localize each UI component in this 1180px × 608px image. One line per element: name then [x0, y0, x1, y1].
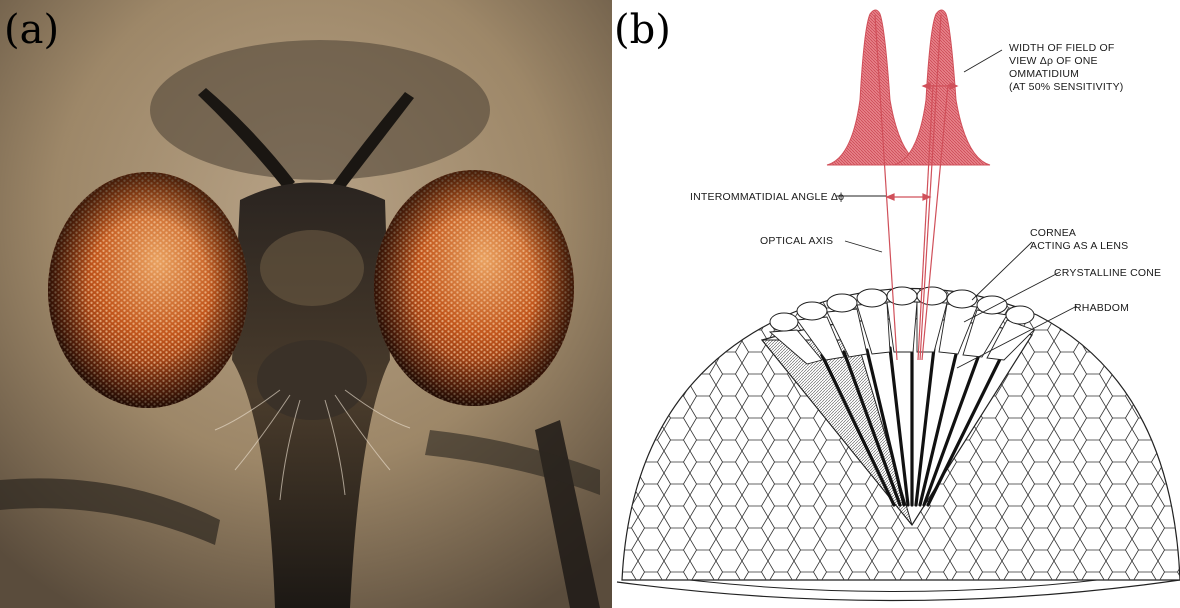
- annotation-cornea-line2: ACTING AS A LENS: [1030, 240, 1128, 252]
- fly-eyes-photo: [0, 0, 612, 608]
- annotation-field-width-line3: OMMATIDIUM: [1009, 68, 1079, 80]
- sensitivity-curve-left: [827, 10, 924, 165]
- compound-eye-right: [374, 170, 574, 406]
- annotation-optical-axis: OPTICAL AXIS: [760, 235, 833, 247]
- annotation-rhabdom: RHABDOM: [1074, 302, 1129, 314]
- annotation-interommatidial-angle: INTEROMMATIDIAL ANGLE Δϕ: [690, 191, 844, 203]
- annotation-crystalline-cone: CRYSTALLINE CONE: [1054, 267, 1161, 279]
- panel-label-b: (b): [614, 10, 671, 50]
- annotation-field-width-line4: (AT 50% SENSITIVITY): [1009, 81, 1123, 93]
- interommatidial-angle-arrow: [887, 194, 930, 200]
- annotation-field-width-line2: VIEW Δρ OF ONE: [1009, 55, 1098, 67]
- annotation-field-width-line1: WIDTH OF FIELD OF: [1009, 42, 1114, 54]
- panel-label-a: (a): [4, 10, 59, 50]
- compound-eye-left: [48, 172, 248, 408]
- compound-eye-diagram: WIDTH OF FIELD OF VIEW Δρ OF ONE OMMATID…: [612, 0, 1180, 608]
- sensitivity-curve-right: [894, 10, 990, 165]
- annotation-cornea-line1: CORNEA: [1030, 227, 1076, 239]
